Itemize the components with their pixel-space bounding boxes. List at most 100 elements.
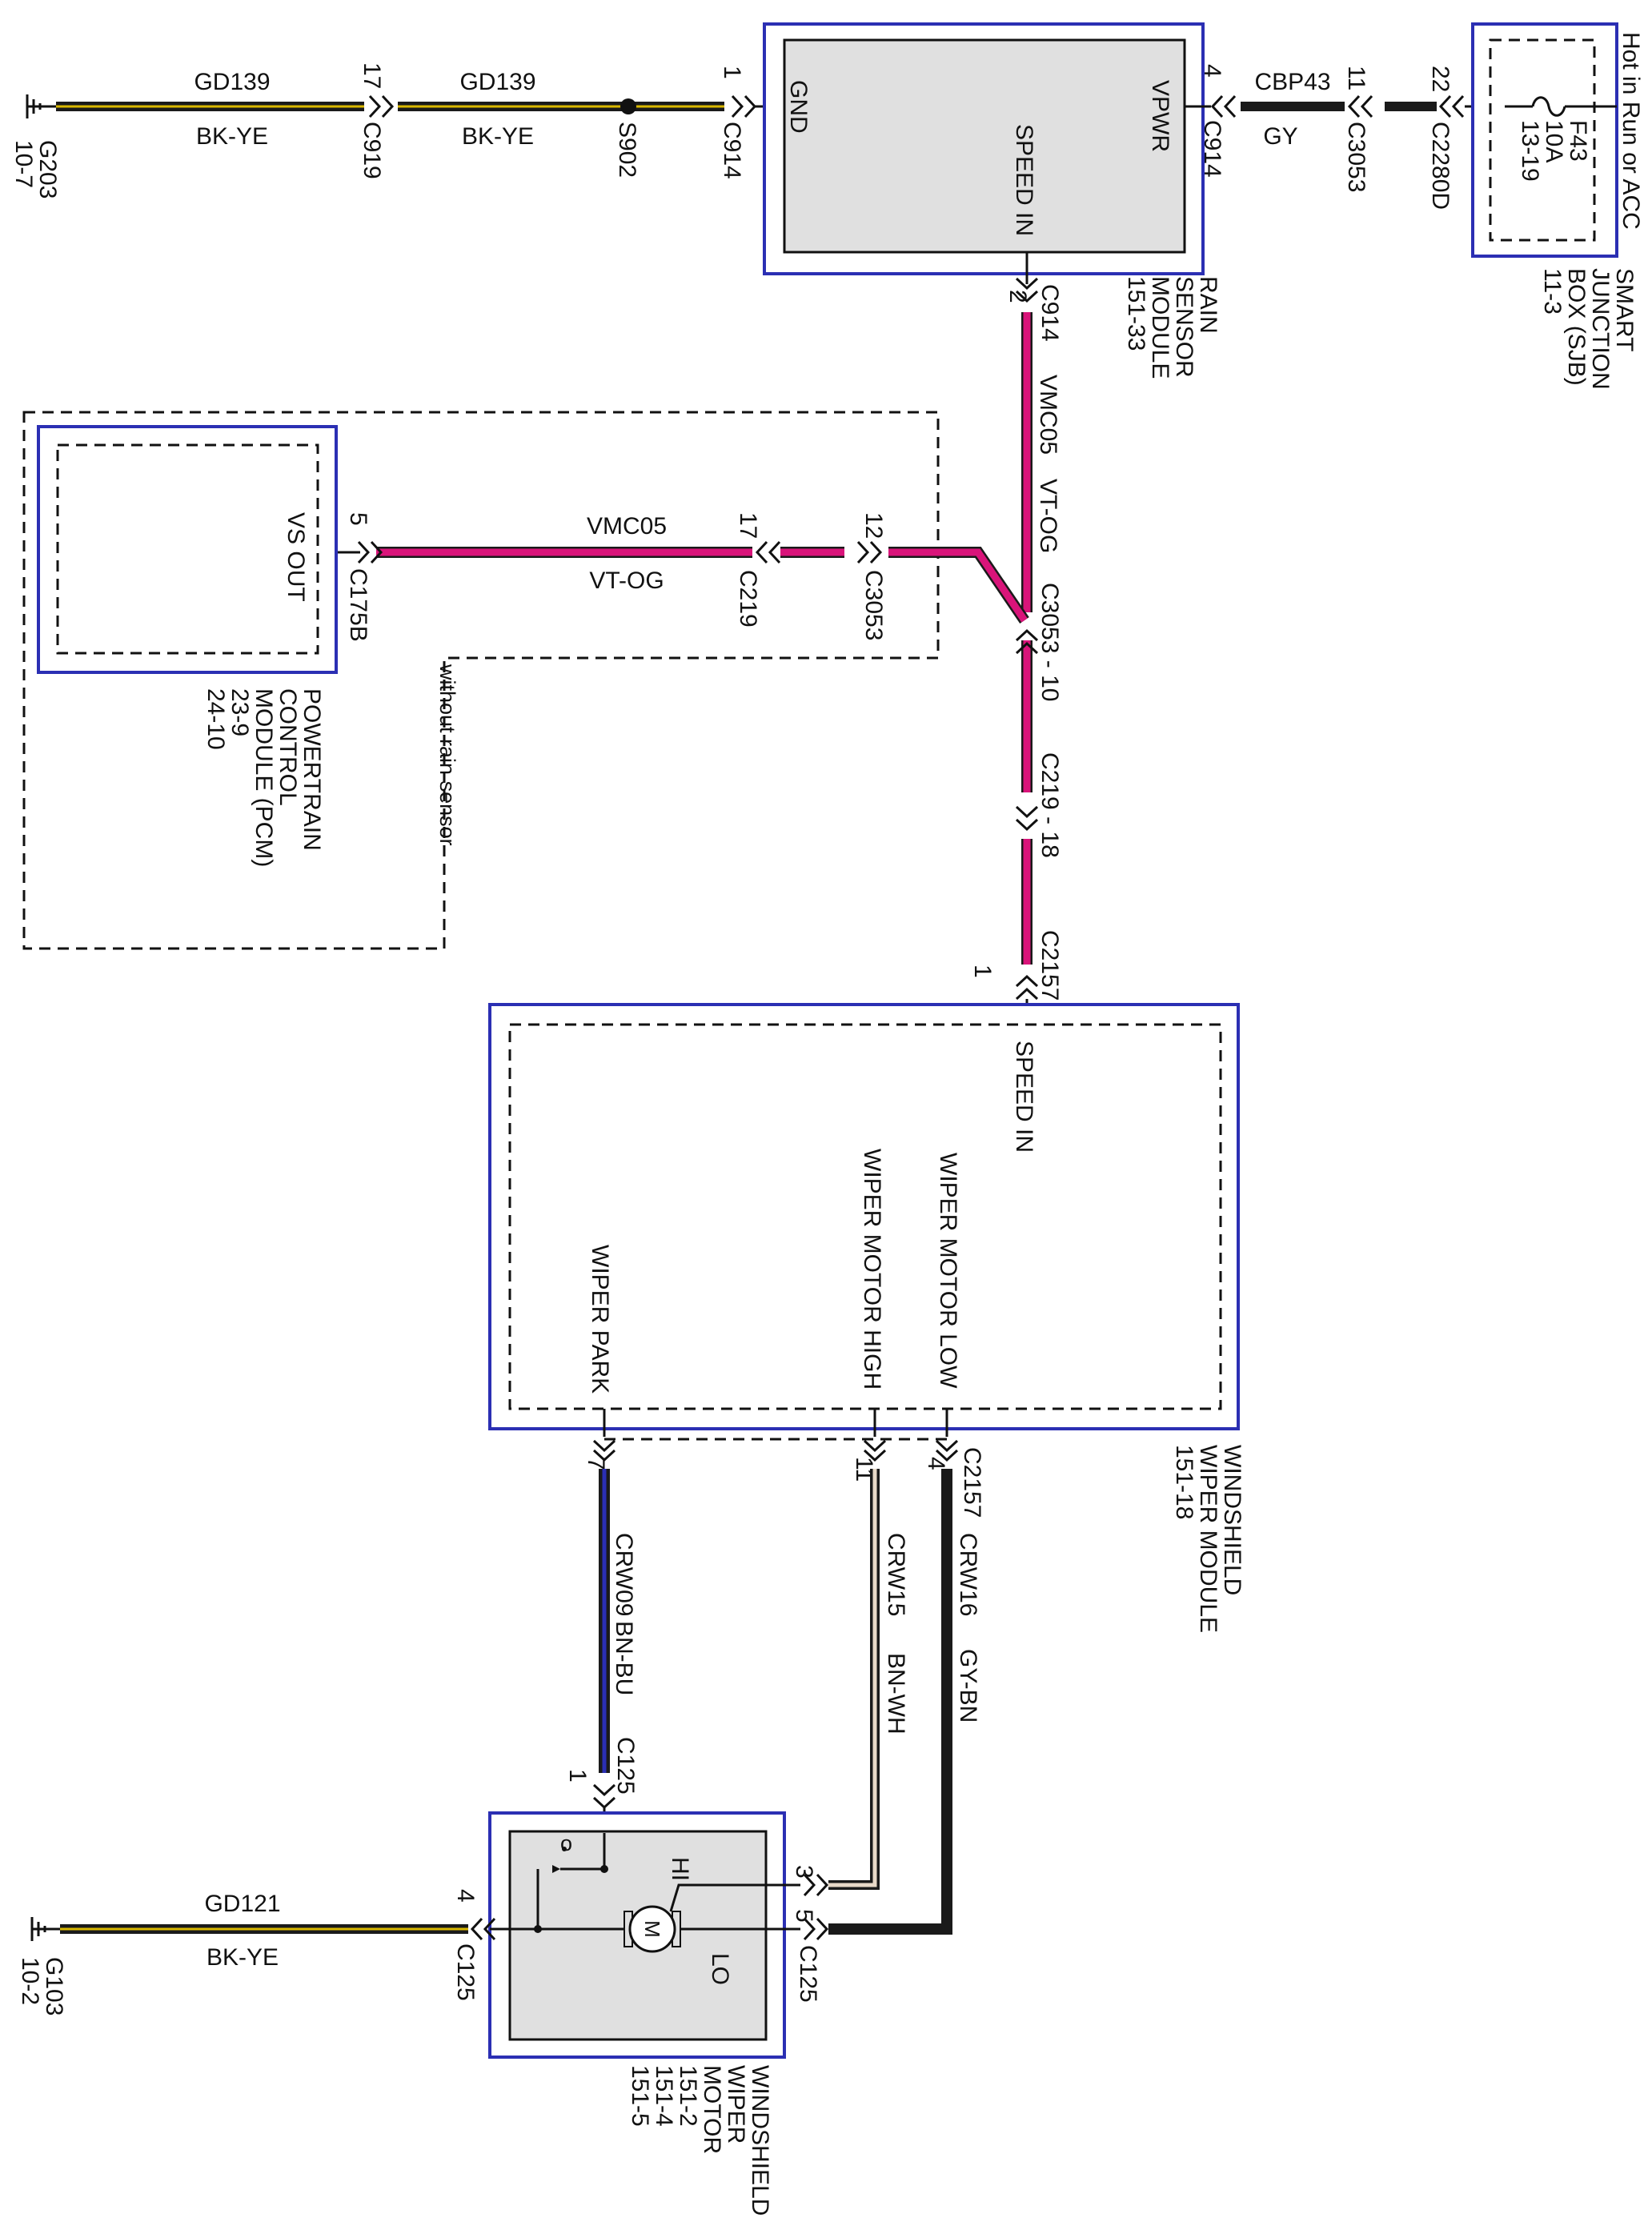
wire-vmc05-horizontal-circuit: VMC05 [587, 513, 667, 539]
connector-c175b: 5 C175B [336, 512, 383, 642]
connector-c3053-vertical-id: C3053 - 10 [1037, 583, 1063, 701]
pcm-option-region: without rain sensor [22, 411, 940, 950]
splice-s902-label: S902 [614, 122, 640, 178]
smart-junction-box: F43 10A 13-19 Hot in Run or ACC SMART JU… [1471, 22, 1644, 390]
wire-vmc05-vertical-circuit: VMC05 [1035, 375, 1061, 455]
rain-sensor-pin-vpwr: VPWR [1147, 80, 1173, 152]
connector-c919: 17 C919 [359, 62, 395, 179]
connector-c3053-top-pin: 11 [1343, 66, 1369, 90]
connector-c2157-top: 1 C2157 [969, 930, 1063, 1025]
wire-crw16-color: GY-BN [955, 1649, 981, 1723]
wire-cbp43: CBP43 GY [1241, 69, 1437, 150]
connector-c3053-horizontal-pin: 12 [860, 512, 887, 539]
wiper-motor-hi-label: HI [667, 1857, 693, 1881]
wiper-module-pin-park: WIPER PARK [587, 1245, 613, 1394]
connector-c125-pin1-pin: 1 [564, 1769, 591, 1783]
svg-text:WIPER MODULE: WIPER MODULE [1195, 1445, 1221, 1633]
connector-c219-horizontal: 17 C219 [735, 512, 781, 628]
svg-text:JUNCTION: JUNCTION [1587, 268, 1614, 390]
connector-c175b-id: C175B [345, 568, 371, 642]
svg-text:SMART: SMART [1611, 268, 1638, 351]
wire-crw09-color: BN-BU [611, 1621, 637, 1695]
wire-gd121: GD121 BK-YE [60, 1891, 468, 1971]
svg-text:151-2: 151-2 [675, 2065, 701, 2127]
wire-crw16-circuit: CRW16 [955, 1533, 981, 1616]
connector-c3053-top: 11 C3053 [1343, 66, 1373, 192]
wire-cbp43-circuit: CBP43 [1254, 69, 1330, 95]
ground-g203-label: G203 [34, 140, 61, 199]
wire-gd139-a-color: BK-YE [196, 123, 268, 150]
sjb-fuse-ref: 13-19 [1517, 120, 1543, 182]
rain-sensor-pin-speed-in: SPEED IN [1011, 124, 1037, 236]
wire-gd139-a: GD139 BK-YE [56, 69, 364, 150]
svg-text:CONTROL: CONTROL [275, 688, 301, 806]
connector-c125-pin4: 4 C125 [452, 1889, 496, 2001]
ground-g203: G203 10-7 [10, 94, 61, 199]
connector-c2280d-id: C2280D [1427, 122, 1454, 210]
connector-c219-vertical: C219 - 18 [1015, 752, 1063, 858]
wire-crw15-circuit: CRW15 [883, 1533, 909, 1616]
svg-text:MODULE: MODULE [1147, 276, 1173, 379]
svg-text:MODULE (PCM): MODULE (PCM) [251, 688, 277, 867]
connector-c3053-vertical: C3053 - 10 [1015, 583, 1063, 701]
connector-c125-pin5: 5 C125 [791, 1909, 829, 2003]
connector-c3053-top-id: C3053 [1343, 122, 1369, 192]
svg-text:POWERTRAIN: POWERTRAIN [299, 688, 325, 851]
connector-c914-speed-pin: 2 [1004, 290, 1031, 303]
wire-vmc05-horizontal-color: VT-OG [589, 568, 664, 594]
connector-c3053-horizontal: 12 C3053 [856, 512, 887, 640]
wire-crw09: CRW09 BN-BU [599, 1469, 637, 1773]
connector-c914-speed: 2 C914 [1004, 252, 1063, 342]
svg-text:BOX (SJB): BOX (SJB) [1563, 268, 1590, 386]
sjb-fuse-f43: F43 [1565, 120, 1591, 162]
connector-c125-pin5-id: C125 [795, 1945, 821, 2003]
svg-text:WINDSHIELD: WINDSHIELD [747, 2065, 773, 2216]
svg-text:RAIN: RAIN [1195, 276, 1221, 334]
ground-g103-ref: 10-2 [17, 1957, 43, 2005]
connector-c2157-bottom-id: C2157 [959, 1447, 985, 1518]
connector-c914-gnd-id: C914 [719, 122, 745, 179]
wire-vmc05-vertical: VMC05 VT-OG [1021, 312, 1061, 965]
connector-c914-vpwr-pin: 4 [1199, 64, 1225, 78]
svg-text:WIPER: WIPER [723, 2065, 749, 2144]
rain-sensor-module: GND VPWR SPEED IN RAIN SENSOR MODULE 151… [763, 22, 1221, 379]
connector-c219-vertical-id: C219 - 18 [1037, 752, 1063, 858]
splice-s902: S902 [614, 98, 640, 178]
pcm-name: POWERTRAIN CONTROL MODULE (PCM) 23-9 24-… [202, 688, 325, 867]
connector-c914-vpwr-id: C914 [1199, 120, 1225, 178]
connector-c219-horizontal-id: C219 [735, 570, 761, 628]
connector-c125-pin3: 3 [791, 1865, 829, 1897]
wire-cbp43-color: GY [1263, 123, 1297, 150]
connector-c919-id: C919 [359, 122, 385, 179]
wire-gd139-b: GD139 BK-YE [398, 69, 724, 150]
connector-c914-gnd-pin: 1 [719, 66, 745, 79]
svg-text:151-18: 151-18 [1171, 1445, 1197, 1519]
ground-g203-ref: 10-7 [10, 140, 37, 188]
wiper-motor-lo-label: LO [707, 1953, 733, 1985]
connector-c2157-top-id: C2157 [1037, 930, 1063, 1001]
wire-gd139-b-circuit: GD139 [459, 69, 535, 95]
svg-text:MOTOR: MOTOR [699, 2065, 725, 2154]
connector-c125-pin1-id: C125 [612, 1737, 639, 1795]
connector-c125-pin5-pin: 5 [791, 1909, 817, 1923]
ground-g103: G103 10-2 [17, 1917, 67, 2015]
connector-c2157-pin-7: 7 [583, 1457, 609, 1470]
svg-text:151-33: 151-33 [1123, 276, 1149, 351]
svg-text:23-9: 23-9 [227, 688, 253, 736]
connector-c914-vpwr: 4 C914 [1185, 64, 1237, 178]
wiper-module-pin-motor-low: WIPER MOTOR LOW [935, 1153, 961, 1389]
connector-c125-pin3-pin: 3 [791, 1865, 817, 1879]
wiper-module-pin-speed-in: SPEED IN [1011, 1041, 1037, 1153]
pcm-module: VS OUT POWERTRAIN CONTROL MODULE (PCM) 2… [37, 425, 338, 867]
svg-text:151-4: 151-4 [651, 2065, 677, 2127]
svg-text:SENSOR: SENSOR [1171, 276, 1197, 378]
connector-c2280d: 22 C2280D [1427, 66, 1505, 210]
wire-vmc05-vertical-color: VT-OG [1035, 479, 1061, 553]
svg-text:24-10: 24-10 [202, 688, 229, 750]
wire-crw15: CRW15 BN-WH [828, 1469, 909, 1890]
wiper-motor-symbol: M [640, 1920, 664, 1938]
wiper-module-pin-motor-high: WIPER MOTOR HIGH [859, 1149, 885, 1390]
connector-c2280d-pin: 22 [1427, 66, 1454, 92]
connector-c2157-pin-4: 4 [923, 1457, 949, 1470]
